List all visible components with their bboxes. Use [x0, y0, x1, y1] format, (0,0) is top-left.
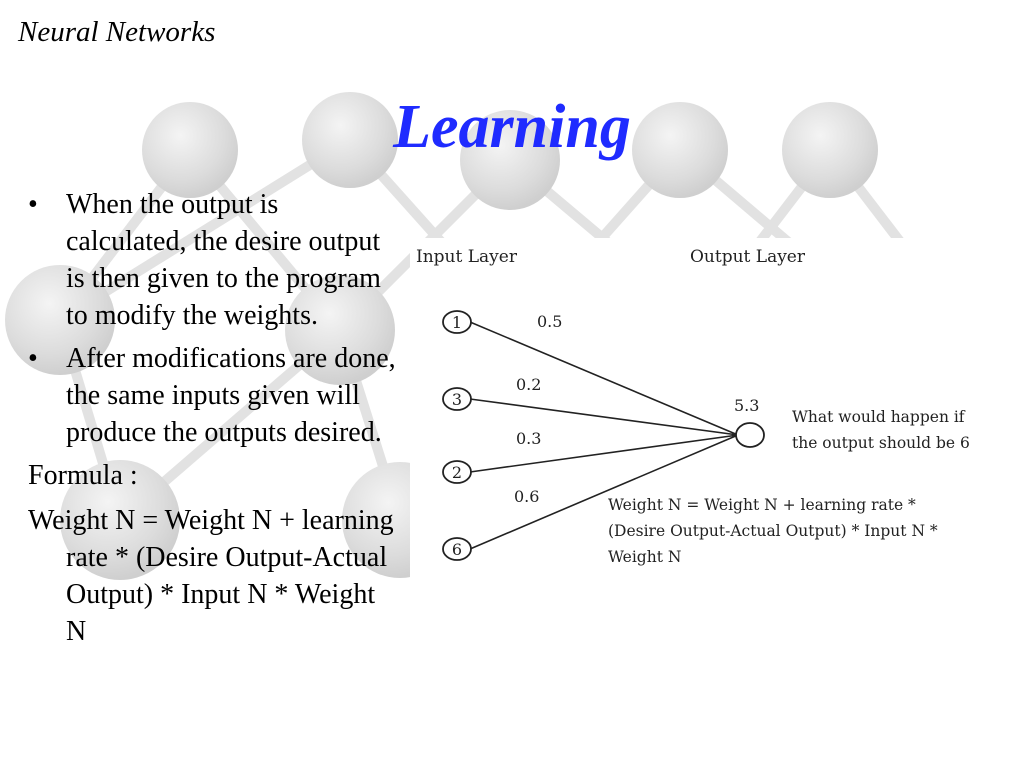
question-line: What would happen if — [792, 408, 966, 426]
diagram-formula-line: Weight N = Weight N + learning rate * — [608, 496, 916, 514]
bullet-list: When the output is calculated, the desir… — [28, 186, 400, 451]
input-node — [442, 310, 472, 334]
question-line: the output should be 6 — [792, 434, 970, 452]
output-layer-label: Output Layer — [690, 247, 806, 267]
network-diagram-svg: Input Layer Output Layer 1 3 2 6 0.5 0.2… — [416, 247, 970, 566]
diagram-formula-line: Weight N — [608, 548, 681, 566]
weight-label: 0.2 — [516, 375, 541, 394]
input-node — [442, 387, 472, 411]
connection-line — [469, 434, 739, 473]
connection-line — [469, 434, 739, 550]
input-node-label: 1 — [452, 313, 462, 332]
input-node-label: 2 — [452, 463, 462, 482]
connection-line — [469, 398, 739, 436]
bullet-item: When the output is calculated, the desir… — [28, 186, 400, 334]
weight-label: 0.5 — [537, 312, 562, 331]
input-node-label: 3 — [452, 390, 462, 409]
formula-text: Weight N = Weight N + learning rate * (D… — [28, 505, 394, 647]
connection-line — [469, 321, 739, 436]
weight-label: 0.6 — [514, 487, 539, 506]
header-title: Neural Networks — [18, 16, 216, 48]
network-diagram: Input Layer Output Layer 1 3 2 6 0.5 0.2… — [410, 238, 1022, 600]
bullet-item: After modifications are done, the same i… — [28, 340, 400, 451]
output-node — [735, 422, 765, 448]
input-node — [442, 460, 472, 484]
output-value-label: 5.3 — [734, 396, 759, 415]
input-layer-label: Input Layer — [416, 247, 518, 267]
weight-label: 0.3 — [516, 429, 541, 448]
input-node — [442, 537, 472, 561]
input-node-label: 6 — [452, 540, 462, 559]
slide-title: Learning — [393, 93, 631, 161]
diagram-formula-line: (Desire Output-Actual Output) * Input N … — [608, 522, 938, 540]
slide-content: When the output is calculated, the desir… — [28, 186, 400, 650]
formula-label: Formula : — [28, 460, 138, 491]
